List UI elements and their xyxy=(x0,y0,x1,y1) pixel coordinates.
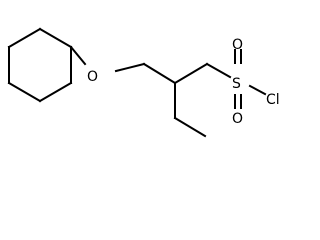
molecule-diagram: O S O O Cl xyxy=(7,27,280,138)
oxygen-methylene-bond xyxy=(114,62,146,73)
methylene-sulfur-bond xyxy=(205,62,232,79)
chlorine-label: Cl xyxy=(266,92,280,108)
ring-bond xyxy=(7,27,42,49)
chemical-structure: O S O O Cl xyxy=(7,27,280,138)
ring-bond xyxy=(38,27,73,49)
sulfonyl-oxygen-bottom-label: O xyxy=(232,111,243,127)
sulfur-chlorine-bond xyxy=(248,84,267,96)
ring-oxygen-bond xyxy=(69,45,87,66)
ether-oxygen-label: O xyxy=(87,69,98,85)
sulfonyl-oxygen-top-label: O xyxy=(232,37,243,53)
ring-bond xyxy=(38,81,73,103)
methine-methylene-bond xyxy=(173,62,209,85)
sulfur-label: S xyxy=(232,76,241,92)
methylene-methine-bond xyxy=(142,62,177,85)
cyclohexane-ring xyxy=(7,27,73,103)
ring-bond xyxy=(7,81,42,103)
ethyl-bond-2 xyxy=(173,116,207,138)
